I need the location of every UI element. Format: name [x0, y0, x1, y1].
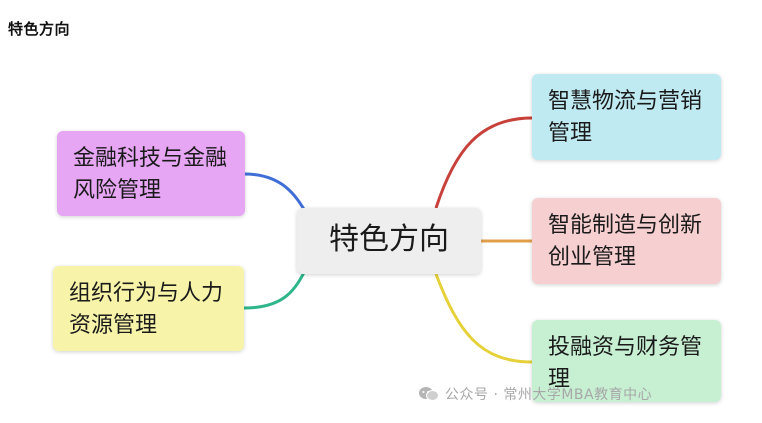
- wechat-icon: [418, 386, 440, 402]
- watermark: 公众号 · 常州大学MBA教育中心: [418, 384, 652, 404]
- branch-investment: 投融资与财务管理: [532, 320, 721, 402]
- page-title: 特色方向: [8, 20, 71, 38]
- connector-investment: [434, 273, 533, 364]
- branch-fintech: 金融科技与金融风险管理: [57, 131, 245, 216]
- branch-manufacturing: 智能制造与创新创业管理: [532, 198, 721, 284]
- branch-logistics: 智慧物流与营销管理: [532, 74, 721, 160]
- connector-logistics: [434, 116, 533, 209]
- branch-org-behavior: 组织行为与人力资源管理: [53, 266, 244, 351]
- center-node: 特色方向: [297, 208, 481, 274]
- watermark-text: 公众号 · 常州大学MBA教育中心: [445, 387, 653, 403]
